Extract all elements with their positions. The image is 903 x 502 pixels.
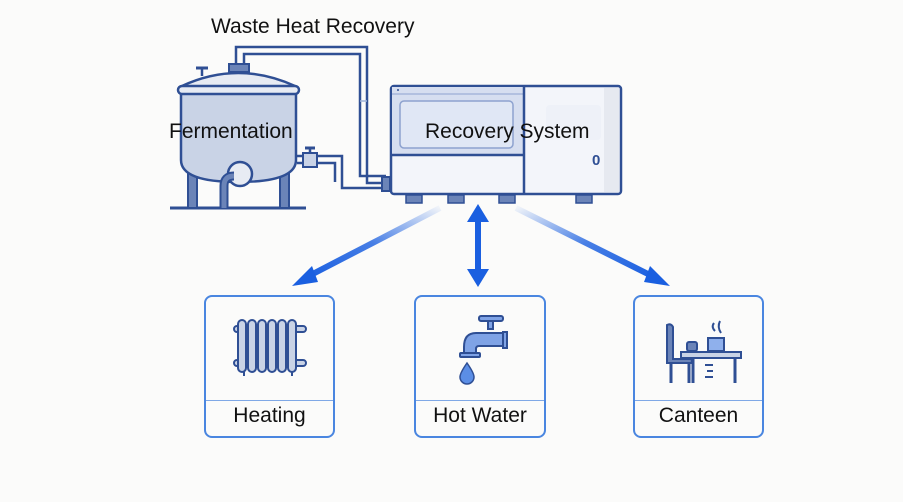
diagram-title: Waste Heat Recovery — [211, 15, 415, 38]
output-card-canteen: Canteen — [633, 295, 764, 438]
system-indicator: 0 — [592, 152, 601, 169]
water-drop-icon — [459, 361, 475, 385]
recovery-system-unit — [389, 84, 623, 204]
valve-icon — [302, 146, 318, 168]
pipe-connector — [381, 176, 391, 192]
output-label: Heating — [233, 404, 306, 427]
heat-pipe — [234, 45, 386, 185]
output-label: Hot Water — [433, 404, 527, 427]
faucet-icon — [459, 315, 508, 385]
radiator-icon — [233, 319, 307, 376]
arrow-to-heating — [292, 205, 442, 286]
dining-table-icon — [666, 320, 742, 383]
arrow-to-canteen — [514, 205, 670, 286]
recovery-system-label: Recovery System — [425, 120, 590, 143]
output-card-hot-water: Hot Water — [414, 295, 546, 438]
fermentation-label: Fermentation — [169, 120, 293, 143]
fermentation-tank — [170, 63, 306, 210]
output-label: Canteen — [658, 404, 739, 427]
output-card-heating: Heating — [204, 295, 335, 438]
arrow-to-hot-water — [467, 204, 489, 287]
